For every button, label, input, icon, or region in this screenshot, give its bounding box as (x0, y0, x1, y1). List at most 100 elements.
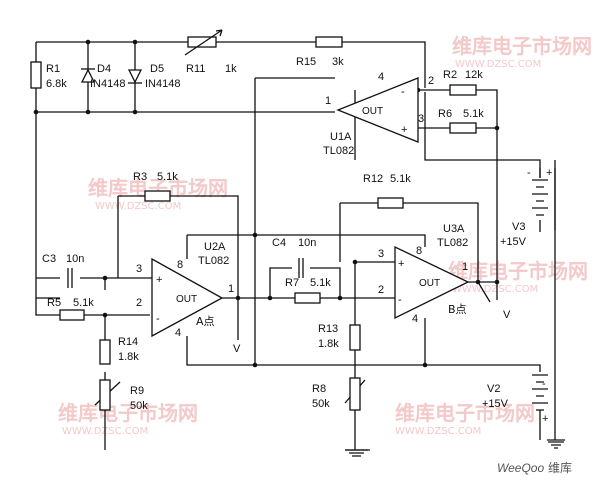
u1a-pin-1: 1 (325, 95, 331, 107)
battery-v2 (532, 374, 548, 411)
u3a-out-label: OUT (419, 278, 440, 289)
c3-ref: C3 (42, 253, 56, 265)
watermark-url: WWW.DZSC.COM (455, 59, 541, 70)
r1-ref: R1 (46, 63, 60, 75)
u1a-out-label: OUT (362, 106, 383, 117)
r5-value: 5.1k (73, 297, 94, 309)
d5-ref: D5 (150, 63, 164, 75)
opamp-u3a (394, 245, 470, 320)
point-b-probe: V (503, 309, 511, 321)
d4-ref: D4 (97, 63, 111, 75)
c4-ref: C4 (272, 237, 286, 249)
u2a-minus-sign: - (156, 313, 160, 325)
u1a-pin-2: 2 (428, 75, 434, 87)
r12-value: 5.1k (390, 173, 411, 185)
r1-value: 6.8k (46, 78, 67, 90)
u2a-pin-2: 2 (136, 297, 142, 309)
r8-ref: R8 (312, 383, 326, 395)
v2-plus-mark: + (542, 413, 548, 425)
resistor-r2 (449, 84, 477, 96)
v3-minus-mark: - (527, 167, 531, 179)
u2a-plus-sign: + (156, 274, 162, 286)
c3-value: 10n (66, 253, 84, 265)
r6-ref: R6 (438, 108, 452, 120)
r8-value: 50k (312, 398, 330, 410)
resistor-r15 (315, 36, 343, 48)
u3a-pin-2: 2 (378, 284, 384, 296)
diode-d5 (127, 69, 143, 84)
d5-value: IN4148 (145, 78, 180, 90)
footer-brand: WeeQoo 维库 (497, 460, 572, 475)
point-a-label: A点 (196, 315, 215, 328)
watermark-url: WWW.DZSC.COM (452, 284, 538, 295)
u1a-pin-4: 4 (378, 71, 384, 83)
capacitor-c3 (67, 268, 73, 288)
resistor-r12 (377, 197, 404, 209)
u2a-pin-8: 8 (177, 259, 183, 271)
u1a-minus-sign: - (401, 86, 405, 98)
r12-ref: R12 (363, 173, 383, 185)
u2a-out-label: OUT (176, 294, 197, 305)
resistor-r3 (144, 190, 171, 202)
v2-ref: V2 (487, 383, 500, 395)
u3a-pin-3: 3 (378, 248, 384, 260)
r9-ref: R9 (130, 385, 144, 397)
u3a-plus-sign: + (398, 258, 404, 270)
resistor-r14 (99, 339, 111, 365)
r13-ref: R13 (318, 323, 338, 335)
r2-ref: R2 (443, 69, 457, 81)
u1a-part: TL082 (323, 145, 354, 157)
resistor-r11 (184, 29, 223, 56)
watermark-brand: 维库电子市场网 (58, 401, 198, 425)
u1a-pin-3: 3 (418, 113, 424, 125)
u3a-ref: U3A (443, 223, 465, 235)
u2a-pin-4: 4 (175, 327, 181, 339)
r11-ref: R11 (186, 63, 205, 75)
footer-brand-suffix: 维库 (548, 460, 572, 475)
v3-ref: V3 (512, 221, 525, 233)
point-a-probe: V (233, 343, 241, 355)
r7-ref: R7 (285, 277, 299, 289)
u3a-pin-1: 1 (462, 261, 468, 273)
r15-value: 3k (332, 56, 344, 68)
r9-value: 50k (130, 400, 148, 412)
opamp-u1a (336, 77, 419, 143)
resistor-r5 (59, 309, 85, 321)
r13-value: 1.8k (318, 338, 339, 350)
diode-d4 (80, 68, 96, 83)
resistor-r7 (294, 292, 321, 304)
u3a-pin-8: 8 (416, 245, 422, 257)
v3-plus-mark: + (546, 167, 552, 179)
potentiometer-r9 (99, 379, 111, 411)
r15-ref: R15 (296, 56, 316, 68)
u3a-pin-4: 4 (412, 313, 418, 325)
junctions (33, 39, 500, 368)
resistor-r1 (30, 61, 42, 89)
v3-value: +15V (500, 236, 527, 248)
r14-ref: R14 (118, 336, 138, 348)
point-b-label: B点 (448, 303, 467, 316)
watermark-brand: 维库电子市场网 (395, 401, 535, 425)
u2a-pin-3: 3 (136, 263, 142, 275)
r6-value: 5.1k (463, 108, 484, 120)
u2a-pin-1: 1 (228, 283, 234, 295)
u1a-ref: U1A (330, 131, 352, 143)
resistor-r13 (349, 324, 361, 351)
watermark-brand: 维库电子市场网 (448, 259, 588, 283)
u2a-ref: U2A (204, 241, 226, 253)
r7-value: 5.1k (310, 277, 331, 289)
ground-symbol (345, 441, 564, 457)
v2-value: +15V (482, 398, 509, 410)
u3a-part: TL082 (437, 237, 468, 249)
potentiometer-r8 (349, 377, 361, 411)
u2a-part: TL082 (198, 255, 229, 267)
capacitor-c4 (298, 258, 304, 278)
battery-v3 (532, 179, 548, 216)
footer-brand-name: WeeQoo (497, 461, 544, 475)
u1a-plus-sign: + (401, 124, 407, 136)
r3-value: 5.1k (157, 171, 178, 183)
r14-value: 1.8k (118, 351, 139, 363)
labels: R1 6.8k D4 IN4148 D5 IN4148 R11 1k R15 3… (42, 56, 552, 425)
